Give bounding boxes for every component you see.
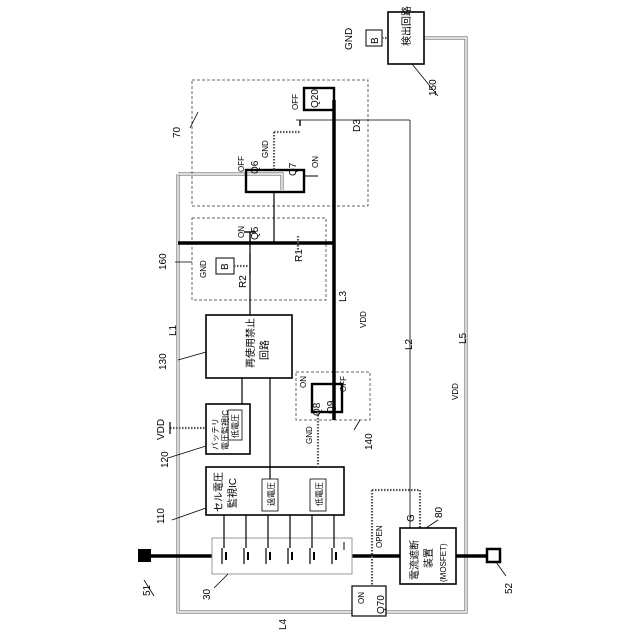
label-120: 120 [160, 451, 171, 468]
label-low-voltage-120: 低電圧 [230, 414, 240, 438]
label-low-voltage-110: 低電圧 [314, 482, 324, 506]
label-over-voltage: 過電圧 [266, 482, 276, 506]
terminal-51 [138, 549, 151, 562]
label-140: 140 [364, 433, 375, 450]
label-d3: D3 [352, 119, 363, 132]
label-q5: Q5 [250, 226, 261, 240]
label-battery-ic-1: バッテリ [211, 418, 220, 450]
label-reuse-1: 再使用禁止 [244, 318, 257, 368]
terminal-52 [487, 549, 500, 562]
label-q9: Q9 [326, 400, 337, 414]
label-gnd-140: GND [305, 426, 314, 444]
label-b-mid: B [220, 263, 231, 270]
label-130: 130 [158, 353, 169, 370]
label-70: 70 [172, 126, 183, 138]
label-30: 30 [202, 588, 213, 600]
label-off-q9: OFF [339, 376, 348, 392]
label-breaker-1: 電流遮断 [408, 540, 421, 580]
label-80: 80 [434, 506, 445, 518]
label-vdd-right: VDD [451, 383, 460, 400]
label-on-q8: ON [299, 376, 308, 388]
battery-module-30 [212, 538, 352, 574]
group-70 [192, 80, 368, 206]
label-vdd-120: VDD [156, 419, 167, 440]
label-open: OPEN [375, 525, 384, 548]
label-off-q20: OFF [291, 94, 300, 110]
label-r1: R1 [294, 249, 305, 262]
label-breaker-2: 装置 [422, 548, 435, 568]
label-gnd-mid: GND [261, 140, 270, 158]
label-off-q6: OFF [237, 156, 246, 172]
leader-lines [144, 64, 506, 596]
label-q8: Q8 [312, 402, 323, 416]
label-q7: Q7 [288, 162, 299, 176]
label-52: 52 [504, 582, 515, 594]
label-q6: Q6 [250, 160, 261, 174]
label-160: 160 [158, 253, 169, 270]
label-on-q7: ON [311, 156, 320, 168]
label-vdd-l3: VDD [359, 311, 368, 328]
label-reuse-2: 回路 [258, 340, 271, 360]
label-gnd-top: GND [344, 28, 355, 50]
label-150: 150 [428, 79, 439, 96]
label-r2: R2 [238, 275, 249, 288]
line-l1 [178, 174, 282, 190]
label-on-q70: ON [357, 592, 366, 604]
label-110: 110 [156, 508, 167, 524]
label-l2: L2 [404, 338, 415, 350]
label-breaker-3: (MOSFET) [439, 543, 448, 582]
label-l5: L5 [458, 332, 469, 344]
label-gnd-160: GND [199, 260, 208, 278]
label-cell-ic-2: 監視IC [226, 478, 239, 508]
label-l1: L1 [168, 324, 179, 336]
label-l4: L4 [278, 618, 289, 630]
label-cell-ic-1: セル電圧 [213, 472, 225, 512]
label-b-top: B [370, 37, 381, 44]
label-battery-ic-2: 電圧監視IC [220, 410, 230, 450]
label-q70: Q70 [376, 595, 387, 614]
transistor-q8-q9 [312, 384, 342, 467]
labels: 検出回路 150 GND B 70 OFF Q20 D3 GND OFF Q6 … [142, 6, 515, 630]
label-51: 51 [142, 584, 153, 596]
label-g: G [406, 514, 417, 522]
label-l3: L3 [338, 290, 349, 302]
label-on-q5: ON [237, 226, 246, 238]
label-detect-circuit: 検出回路 [400, 6, 413, 46]
label-q20: Q20 [310, 89, 321, 108]
